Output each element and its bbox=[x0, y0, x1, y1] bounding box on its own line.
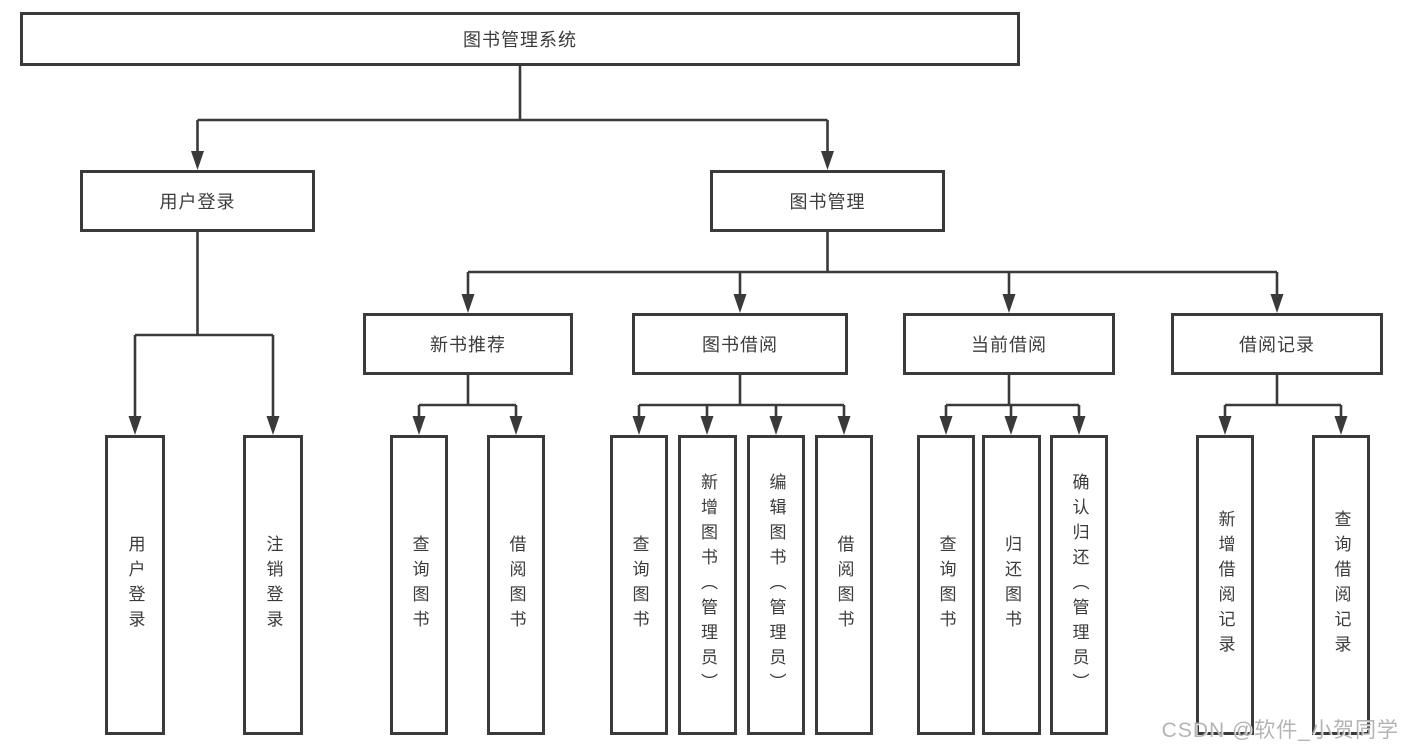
arrow-down-icon bbox=[769, 416, 783, 435]
arrow-down-icon bbox=[509, 416, 523, 435]
connector-borrow-children bbox=[637, 375, 846, 418]
arrow-down-icon bbox=[700, 416, 714, 435]
csdn-watermark: CSDN @软件_小贺同学 bbox=[1161, 719, 1399, 742]
arrow-down-icon bbox=[1004, 416, 1018, 435]
leaf-user-login: 用户登录 bbox=[105, 435, 165, 735]
connector-new-children bbox=[417, 375, 518, 418]
arrow-down-icon bbox=[412, 416, 426, 435]
node-book-management-branch: 图书管理 bbox=[710, 170, 945, 232]
arrow-down-icon bbox=[1218, 416, 1232, 435]
leaf-return-books: 归还图书 bbox=[982, 435, 1041, 735]
connector-mgmt-children bbox=[466, 232, 1279, 296]
node-user-login-branch: 用户登录 bbox=[80, 170, 315, 232]
node-current-borrow: 当前借阅 bbox=[903, 313, 1115, 375]
leaf-add-books-admin: 新增图书（管理员） bbox=[678, 435, 737, 735]
arrow-down-icon bbox=[939, 416, 953, 435]
leaf-confirm-return-admin: 确认归还（管理员） bbox=[1050, 435, 1108, 735]
leaf-edit-books-admin: 编辑图书（管理员） bbox=[747, 435, 805, 735]
node-borrow-record: 借阅记录 bbox=[1171, 313, 1383, 375]
arrow-down-icon bbox=[128, 416, 142, 435]
node-new-book-recommend: 新书推荐 bbox=[363, 313, 573, 375]
leaf-borrow-books: 借阅图书 bbox=[815, 435, 873, 735]
leaf-add-borrow-record: 新增借阅记录 bbox=[1196, 435, 1254, 735]
leaf-query-borrow-record: 查询借阅记录 bbox=[1312, 435, 1370, 735]
node-system-root: 图书管理系统 bbox=[20, 12, 1020, 66]
arrow-down-icon bbox=[1002, 294, 1016, 313]
leaf-borrow-books: 借阅图书 bbox=[487, 435, 545, 735]
leaf-query-books: 查询图书 bbox=[917, 435, 975, 735]
arrow-down-icon bbox=[191, 151, 204, 170]
connector-record-children bbox=[1223, 375, 1343, 418]
arrow-down-icon bbox=[1270, 294, 1284, 313]
arrow-down-icon bbox=[821, 151, 834, 170]
arrow-down-icon bbox=[733, 294, 747, 313]
arrow-down-icon bbox=[837, 416, 851, 435]
leaf-logout: 注销登录 bbox=[243, 435, 303, 735]
connector-root-to-level2 bbox=[196, 66, 829, 153]
node-book-borrow: 图书借阅 bbox=[632, 313, 848, 375]
arrow-down-icon bbox=[632, 416, 646, 435]
leaf-query-books: 查询图书 bbox=[610, 435, 668, 735]
connector-current-children bbox=[944, 375, 1081, 418]
connector-login-children bbox=[133, 232, 275, 418]
arrow-down-icon bbox=[461, 294, 475, 313]
leaf-query-books: 查询图书 bbox=[390, 435, 448, 735]
arrow-down-icon bbox=[266, 416, 280, 435]
arrow-down-icon bbox=[1072, 416, 1086, 435]
arrow-down-icon bbox=[1334, 416, 1348, 435]
